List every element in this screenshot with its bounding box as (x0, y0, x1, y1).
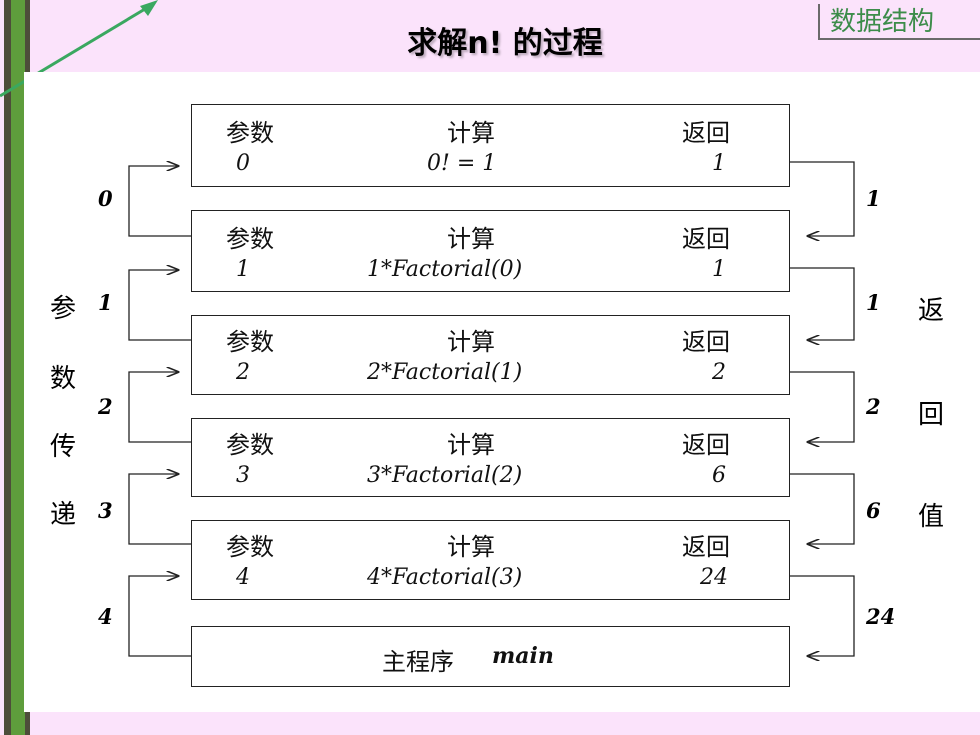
return-value: 24 (700, 565, 728, 590)
left-caption-char: 传 (50, 432, 77, 462)
return-header: 返回 (682, 119, 730, 147)
compute-header: 计算 (447, 533, 495, 561)
compute-expression: 2*Factorial(1) (367, 360, 523, 385)
param-header: 参数 (226, 328, 274, 356)
param-value: 2 (236, 360, 250, 385)
left-value-1: 1 (98, 290, 113, 315)
compute-expression: 3*Factorial(2) (367, 463, 523, 488)
return-value: 1 (712, 257, 726, 282)
return-value: 2 (712, 360, 726, 385)
right-caption-char: 值 (918, 502, 945, 532)
frame-param-0: 参数 计算 返回 0 0! = 1 1 (191, 104, 790, 187)
frame-main: 主程序 main (191, 626, 790, 687)
return-value: 6 (712, 463, 726, 488)
left-caption-char: 递 (50, 500, 77, 530)
left-caption-char: 参 (50, 294, 77, 324)
compute-header: 计算 (447, 225, 495, 253)
right-caption-char: 回 (918, 400, 945, 430)
return-header: 返回 (682, 431, 730, 459)
compute-expression: 1*Factorial(0) (367, 257, 523, 282)
left-value-0: 0 (98, 186, 113, 211)
param-value: 0 (236, 151, 250, 176)
param-header: 参数 (226, 225, 274, 253)
param-header: 参数 (226, 431, 274, 459)
param-value: 3 (236, 463, 250, 488)
main-name: main (492, 643, 554, 669)
compute-expression: 0! = 1 (427, 151, 497, 176)
page-title: 求解n! 的过程 (407, 26, 603, 61)
compute-header: 计算 (447, 119, 495, 147)
frame-param-4: 参数 计算 返回 4 4*Factorial(3) 24 (191, 520, 790, 600)
right-caption-char: 返 (918, 296, 945, 326)
main-label: 主程序 (382, 648, 454, 676)
left-caption-char: 数 (50, 364, 77, 394)
compute-header: 计算 (447, 328, 495, 356)
compute-expression: 4*Factorial(3) (367, 565, 523, 590)
param-header: 参数 (226, 119, 274, 147)
left-value-3: 3 (98, 498, 113, 523)
param-value: 4 (236, 565, 250, 590)
course-badge: 数据结构 (818, 4, 980, 40)
right-value-3: 6 (866, 498, 881, 523)
right-value-4: 24 (866, 604, 896, 629)
param-header: 参数 (226, 533, 274, 561)
param-value: 1 (236, 257, 250, 282)
right-value-2: 2 (866, 394, 881, 419)
frame-param-1: 参数 计算 返回 1 1*Factorial(0) 1 (191, 210, 790, 292)
frame-param-3: 参数 计算 返回 3 3*Factorial(2) 6 (191, 418, 790, 497)
right-value-0: 1 (866, 186, 881, 211)
left-green-bar (11, 0, 25, 735)
return-value: 1 (712, 151, 726, 176)
compute-header: 计算 (447, 431, 495, 459)
return-header: 返回 (682, 225, 730, 253)
frame-param-2: 参数 计算 返回 2 2*Factorial(1) 2 (191, 315, 790, 395)
right-value-1: 1 (866, 290, 881, 315)
return-header: 返回 (682, 533, 730, 561)
left-value-2: 2 (98, 394, 113, 419)
left-value-4: 4 (98, 604, 113, 629)
return-header: 返回 (682, 328, 730, 356)
